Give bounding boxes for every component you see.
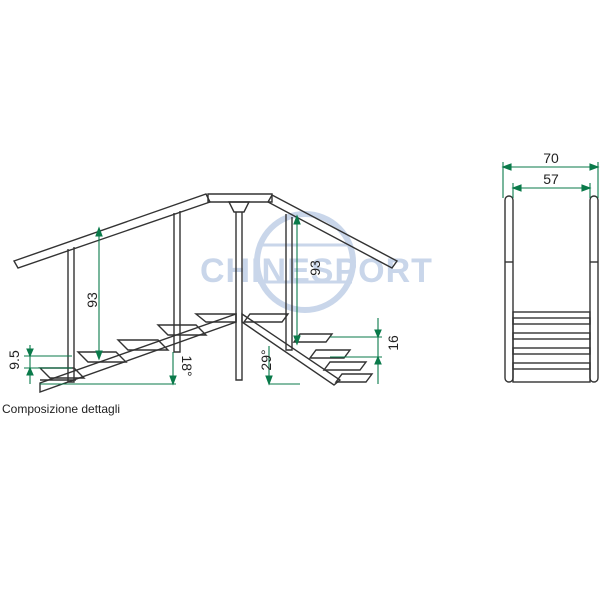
left-step-4 bbox=[156, 324, 208, 336]
dim-label-70: 70 bbox=[543, 150, 559, 166]
dim-57-arrow-right bbox=[581, 184, 592, 192]
front-view bbox=[504, 195, 599, 383]
dimension-lines bbox=[24, 214, 382, 386]
dim-9-5-arrow-top bbox=[26, 348, 34, 358]
right-step-4 bbox=[322, 361, 368, 371]
dim-70-arrow-left bbox=[501, 163, 512, 171]
right-step-5 bbox=[334, 373, 374, 383]
dim-label-57: 57 bbox=[543, 171, 559, 187]
right-step-3 bbox=[308, 349, 352, 359]
left-step-3 bbox=[116, 339, 170, 351]
front-steps bbox=[512, 317, 591, 370]
front-dimension-lines bbox=[501, 162, 600, 198]
dim-label-29-deg: 29° bbox=[258, 349, 274, 370]
center-post bbox=[235, 212, 243, 381]
dim-57-arrow-left bbox=[511, 184, 522, 192]
dim-93-right-arrow-top bbox=[293, 214, 301, 225]
dim-16-arrow-top bbox=[374, 329, 382, 339]
dim-16-arrow-bottom bbox=[374, 355, 382, 365]
front-right-upright bbox=[589, 195, 599, 383]
left-post-outer bbox=[67, 247, 75, 383]
center-post-cap bbox=[227, 201, 251, 213]
dim-93-left-arrow-bottom bbox=[95, 350, 103, 361]
right-post-inner bbox=[285, 214, 293, 351]
right-stringer bbox=[241, 312, 342, 386]
dim-93-right-arrow-bottom bbox=[293, 335, 301, 346]
front-left-upright bbox=[504, 195, 514, 383]
left-post-inner bbox=[173, 211, 181, 353]
dim-label-18-deg: 18° bbox=[179, 355, 195, 376]
right-steps bbox=[242, 313, 374, 383]
side-view bbox=[12, 193, 399, 393]
right-step-1 bbox=[242, 313, 290, 323]
dim-70-arrow-right bbox=[589, 163, 600, 171]
left-step-2 bbox=[76, 351, 128, 363]
dim-29-arrow bbox=[265, 375, 273, 386]
front-frame bbox=[512, 311, 591, 383]
dim-label-9-5: 9.5 bbox=[6, 350, 22, 370]
watermark-globe bbox=[254, 211, 356, 313]
left-step-5 bbox=[194, 313, 237, 323]
dim-label-93-right: 93 bbox=[307, 260, 323, 276]
right-handrail bbox=[267, 194, 399, 269]
front-step-4 bbox=[512, 362, 591, 370]
dim-label-93-left: 93 bbox=[84, 292, 100, 308]
top-platform-rail bbox=[207, 193, 273, 203]
dim-18-arrow bbox=[169, 375, 177, 386]
dim-9-5-arrow-bottom bbox=[26, 366, 34, 376]
dim-label-16: 16 bbox=[385, 335, 401, 351]
front-step-2 bbox=[512, 332, 591, 340]
dim-93-left-arrow-top bbox=[95, 226, 103, 237]
front-step-3 bbox=[512, 347, 591, 355]
caption: Composizione dettagli bbox=[2, 402, 121, 416]
front-step-1 bbox=[512, 317, 591, 325]
